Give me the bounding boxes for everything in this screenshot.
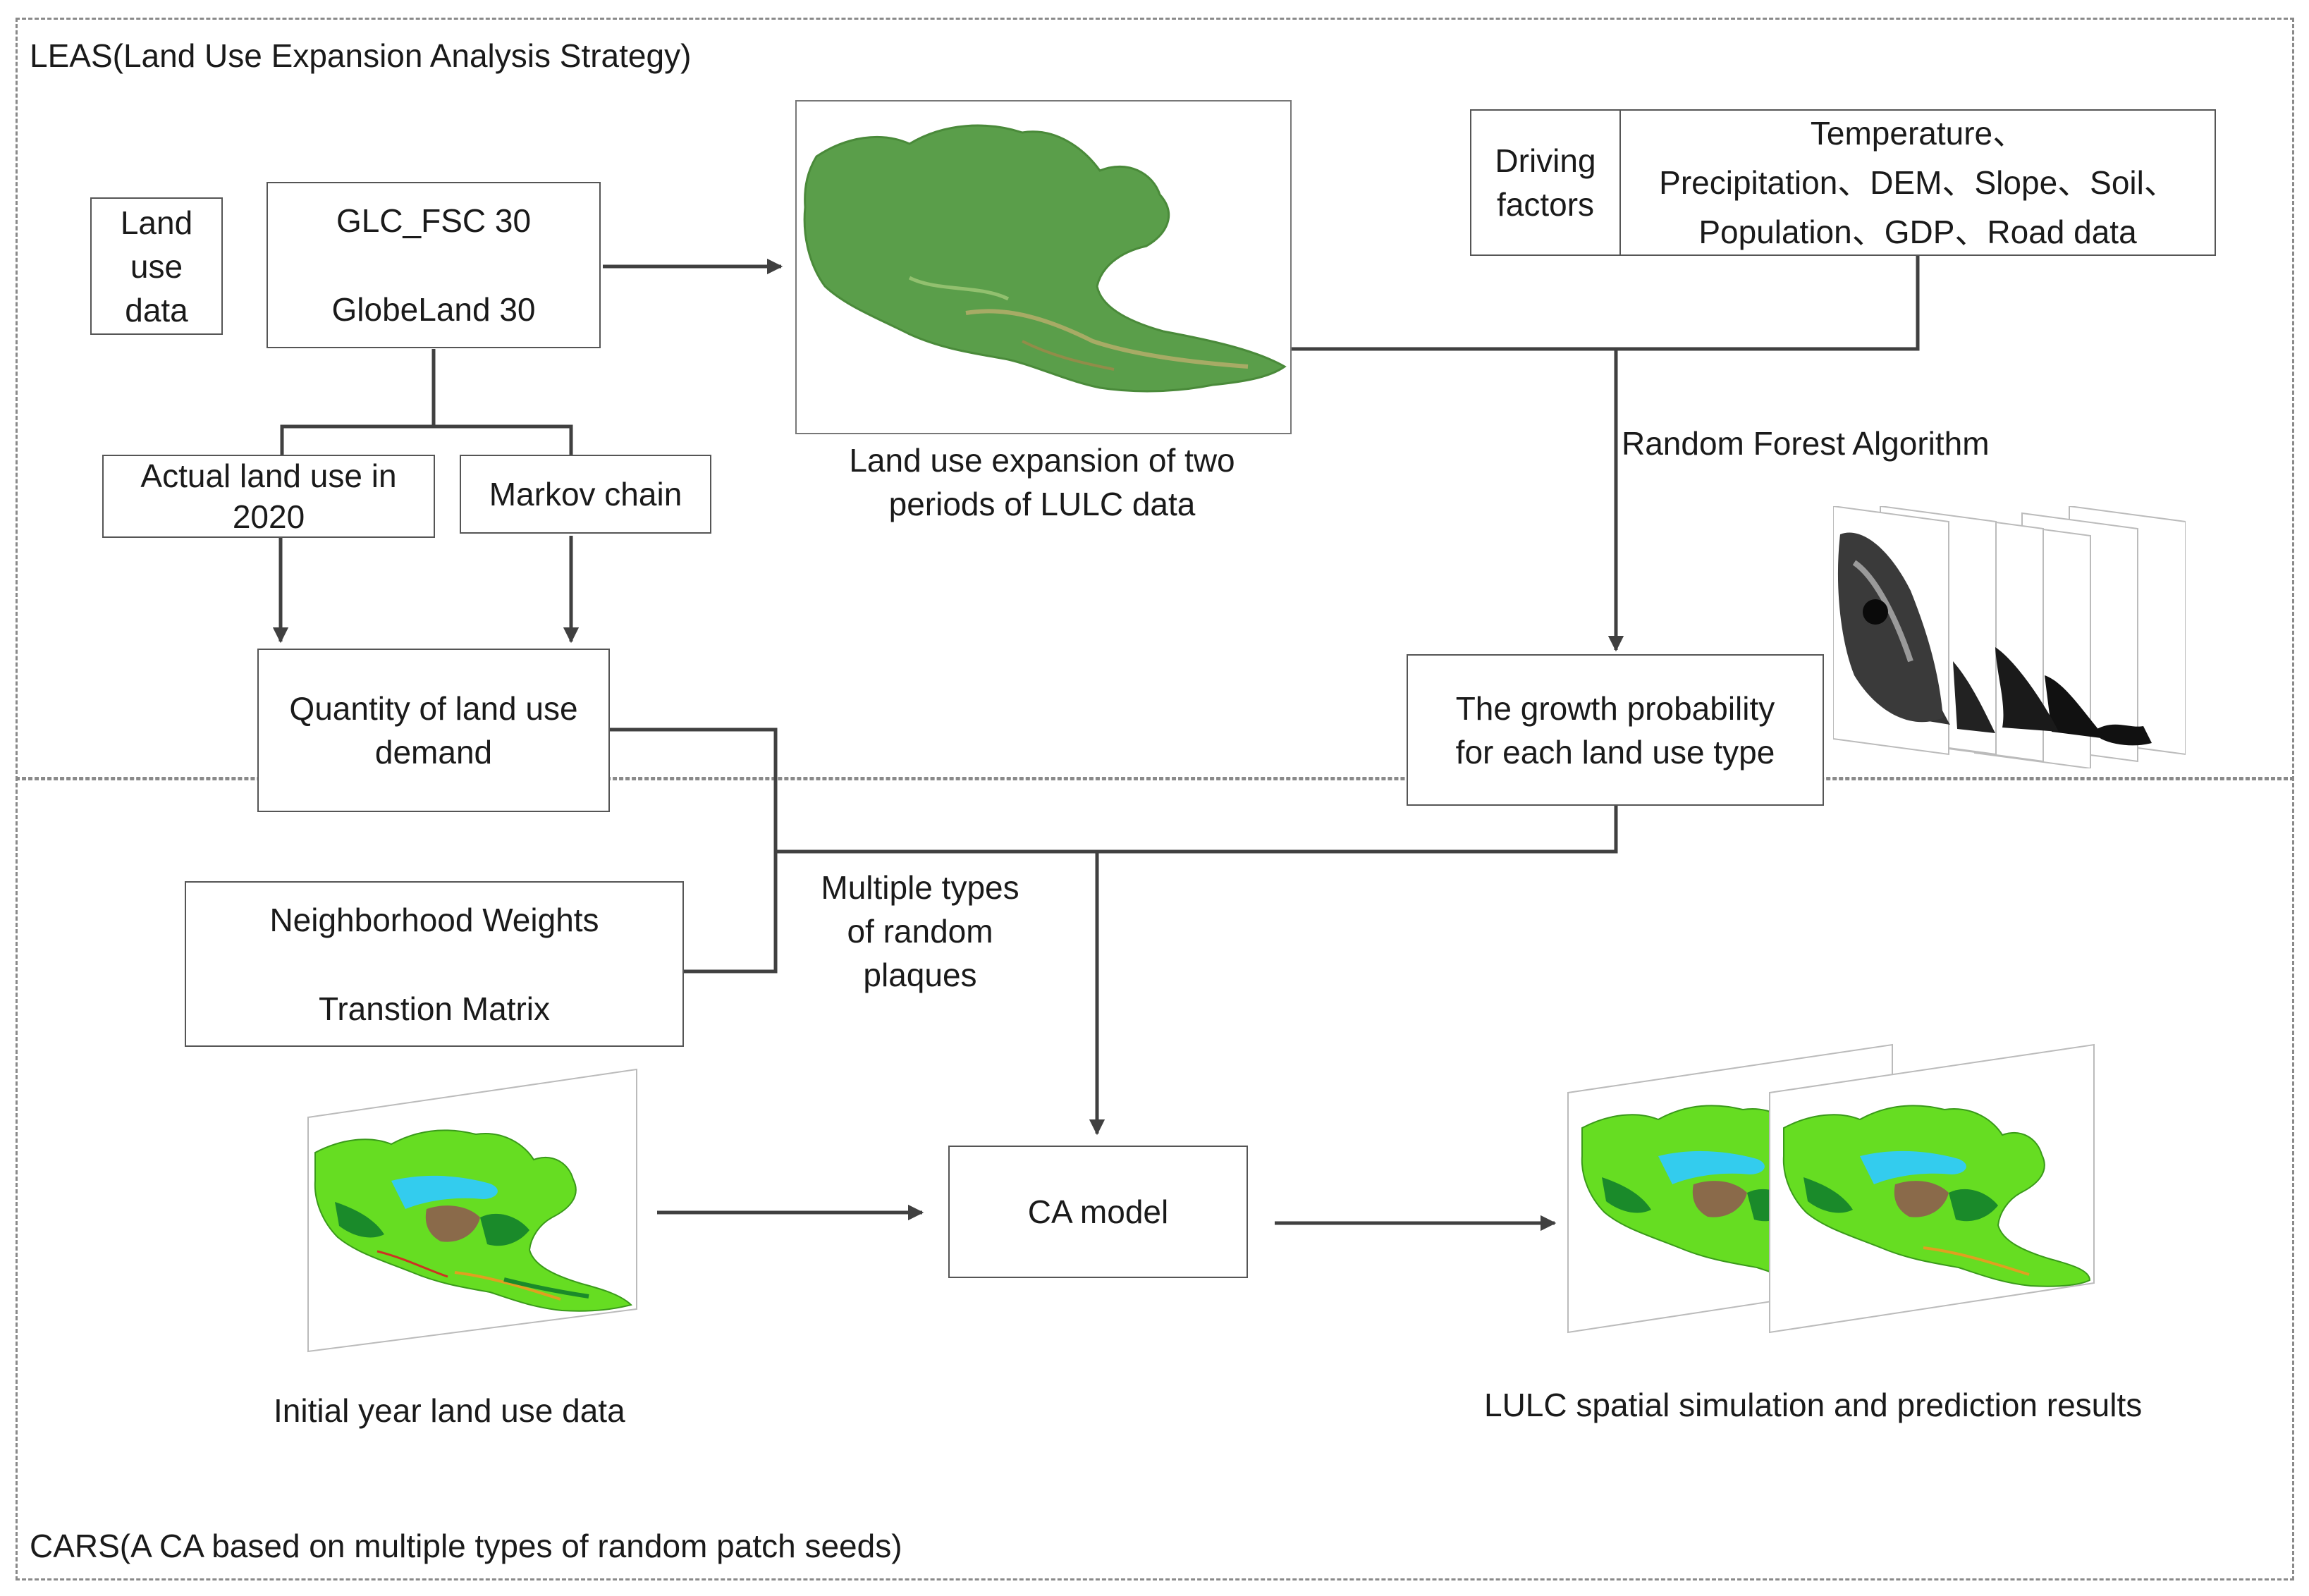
random-plaques-line-2: of random (847, 913, 993, 950)
expansion-map-frame (795, 100, 1292, 434)
factors-line-2: Precipitation、DEM、Slope、Soil、 (1659, 164, 2176, 201)
neighborhood-weights-label: Neighborhood Weights (269, 901, 599, 938)
growth-line-2: for each land use type (1455, 733, 1775, 771)
land-use-data-line-2: use (130, 247, 183, 285)
dataset-glc-fsc: GLC_FSC 30 (336, 202, 532, 239)
actual-land-use-line-2: 2020 (232, 498, 305, 535)
factors-line-1: Temperature、 (1810, 115, 2026, 152)
results-maps-stack (1567, 1043, 2095, 1334)
driving-factors-list: Temperature、 Precipitation、DEM、Slope、Soi… (1621, 111, 2215, 254)
driving-factors-label-line-1: Driving (1495, 142, 1596, 179)
growth-probability-box: The growth probability for each land use… (1407, 654, 1824, 806)
expansion-caption-line-2: periods of LULC data (888, 486, 1196, 522)
growth-line-1: The growth probability (1455, 689, 1775, 727)
random-plaques-label: Multiple types of random plaques (783, 866, 1058, 997)
land-use-data-line-1: Land (120, 204, 193, 241)
cars-label: CARS(A CA based on multiple types of ran… (30, 1528, 902, 1564)
initial-year-map (307, 1068, 637, 1353)
probability-layers-stack (1833, 506, 2186, 768)
cars-region (16, 777, 2294, 1580)
results-caption: LULC spatial simulation and prediction r… (1484, 1387, 2143, 1423)
leas-label: LEAS(Land Use Expansion Analysis Strateg… (30, 37, 692, 74)
demand-line-2: demand (374, 734, 493, 771)
ca-model-box: CA model (948, 1146, 1248, 1278)
expansion-map-caption: Land use expansion of two periods of LUL… (788, 438, 1296, 526)
random-plaques-line-3: plaques (863, 957, 977, 993)
driving-factors-box: Driving factors Temperature、 Precipitati… (1470, 109, 2216, 256)
land-use-data-box: Land use data (90, 197, 223, 335)
leas-region (16, 18, 2294, 780)
markov-chain-box: Markov chain (460, 455, 711, 534)
dataset-globeland: GlobeLand 30 (331, 291, 536, 328)
factors-line-3: Population、GDP、Road data (1698, 214, 2137, 250)
actual-land-use-line-1: Actual land use in (140, 458, 397, 494)
random-plaques-line-1: Multiple types (821, 869, 1019, 906)
split-line (280, 349, 436, 455)
neighborhood-weights-box: Neighborhood Weights Transtion Matrix (185, 881, 684, 1047)
datasets-box: GLC_FSC 30 GlobeLand 30 (267, 182, 601, 348)
transition-matrix-label: Transtion Matrix (318, 990, 551, 1027)
demand-line-1: Quantity of land use (289, 690, 578, 727)
land-use-demand-box: Quantity of land use demand (257, 649, 610, 812)
expansion-map-image (803, 124, 1287, 393)
actual-land-use-box: Actual land use in 2020 (102, 455, 435, 538)
expansion-caption-line-1: Land use expansion of two (849, 442, 1235, 479)
initial-map-caption: Initial year land use data (274, 1392, 625, 1429)
land-use-data-line-3: data (125, 291, 188, 329)
split-line-right (434, 424, 573, 455)
growth-to-bus (776, 805, 1618, 854)
random-forest-label: Random Forest Algorithm (1622, 425, 1990, 462)
map-to-junction (1290, 255, 1920, 351)
driving-factors-label: Driving factors (1471, 111, 1621, 254)
driving-factors-label-line-2: factors (1496, 186, 1595, 223)
